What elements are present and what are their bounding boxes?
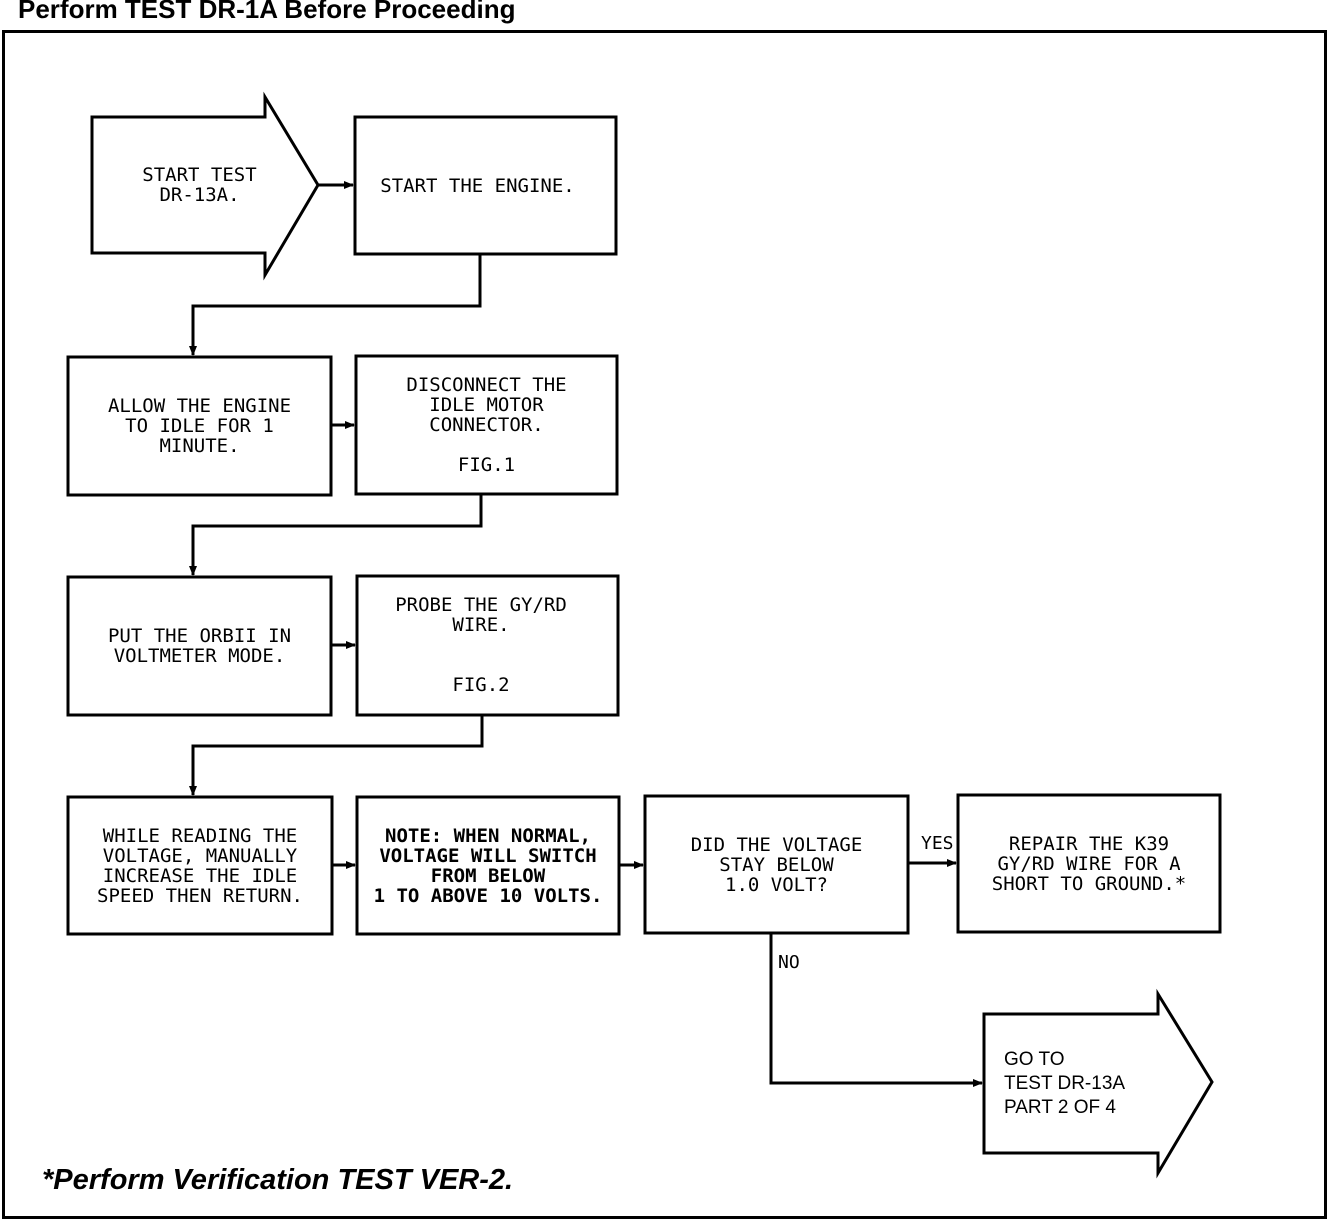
voltmeter-label: PUT THE ORBII IN VOLTMETER MODE. [107,625,292,667]
start-shape [90,91,320,281]
note-label: NOTE: WHEN NORMAL, VOLTAGE WILL SWITCH F… [373,824,603,907]
page-header: Perform TEST DR-1A Before Proceeding [18,0,516,24]
while-reading-label: WHILE READING THE VOLTAGE, MANUALLY INCR… [97,824,303,907]
repair-label: REPAIR THE K39 GY/RD WIRE FOR A SHORT TO… [991,832,1187,895]
decision-box [643,794,910,935]
disconnect-box [354,354,619,496]
start-engine-box [353,115,618,256]
note-box [355,795,621,936]
start-engine-label: START THE ENGINE. [380,174,575,197]
diagram-frame [2,30,1327,1219]
probe-box [355,574,620,717]
idle-label: ALLOW THE ENGINE TO IDLE FOR 1 MINUTE. [107,395,292,457]
disconnect-label: DISCONNECT THE IDLE MOTOR CONNECTOR. FIG… [406,374,567,476]
voltmeter-box [66,575,333,717]
yes-label: YES [921,833,954,854]
goto-label: GO TO TEST DR-13A PART 2 OF 4 [1004,1048,1126,1118]
goto-shape [982,988,1214,1179]
repair-box [956,793,1222,934]
decision-label: DID THE VOLTAGE STAY BELOW 1.0 VOLT? [690,833,863,896]
start-label: START TEST DR-13A. [142,164,257,206]
page-footer: *Perform Verification TEST VER-2. [42,1164,514,1196]
no-label: NO [778,952,800,973]
probe-label: PROBE THE GY/RD WIRE. FIG.2 [395,594,567,696]
